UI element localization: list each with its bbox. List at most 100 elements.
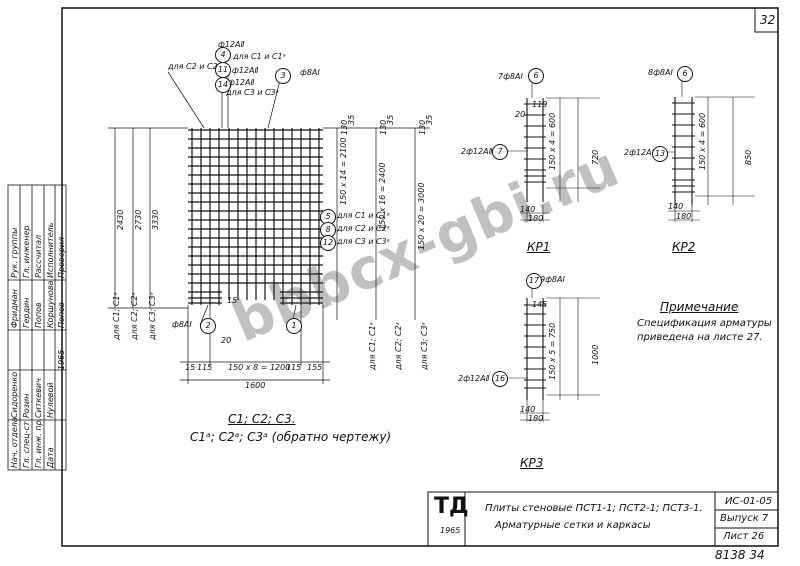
stamp-year: 1965 [440, 526, 461, 535]
bottom-bar-label: ф8АⅠ [172, 320, 192, 329]
mark-circle-4: 4 [215, 47, 231, 63]
frame-kr1 [524, 98, 546, 202]
main-caption-1: С1; С2; С3. [228, 412, 296, 426]
dim-right-c1: 150 x 14 = 2100 [339, 137, 348, 205]
kr2-top-bar: 8ф8АⅠ [648, 68, 673, 77]
kr1-top-bar: 7ф8АⅠ [498, 72, 523, 81]
side-row-4-name: Коршунова [46, 280, 55, 328]
kr2-side-bar: 2ф12АⅡ [624, 148, 656, 157]
mark-circle-14: 14 [215, 77, 231, 93]
side-row-3-name: Попов [34, 302, 43, 328]
kr2-label: КР2 [672, 240, 696, 254]
side-row-4-role: Исполнитель [46, 222, 55, 278]
dim-bottom-total: 1600 [245, 381, 266, 390]
callout-bar-14: ф12АⅡ [228, 78, 255, 87]
side-left-row-4-name: Нулевой [46, 382, 55, 418]
kr1-top-circle: 6 [528, 68, 544, 84]
side-row-2-role: Гл. инженер [22, 225, 31, 278]
kr3-dim-spacing: 150 x 5 = 750 [548, 322, 557, 380]
right-label-c1: для С1; С1ᵃ [368, 322, 377, 370]
side-row-5-name: Попов [57, 302, 66, 328]
callout-bar-11-for: для С2 и С2ᵃ [168, 62, 221, 71]
kr1-dim-140: 140 [520, 205, 536, 214]
side-left-row-3-name: Ситкевич [34, 378, 43, 418]
stamp-issue: Выпуск 7 [720, 513, 769, 524]
main-caption-2: С1ᵃ; С2ᵃ; С3ᵃ (обратно чертежу) [190, 430, 392, 444]
kr2-dim-140: 140 [668, 202, 684, 211]
side-left-row-4-role: Дата [46, 447, 55, 468]
dim-right-c2: 150 x 16 = 2400 [378, 162, 387, 230]
sheet-number: 32 [760, 13, 776, 27]
kr3-dim-1000: 1000 [591, 344, 600, 365]
side-left-row-1-name: Сидоренко [10, 371, 19, 418]
stamp-logo: ТД [434, 494, 469, 519]
title-block [427, 491, 779, 547]
side-row-1-role: Рук. группы [10, 227, 19, 278]
right-label-c3: для С3; С3ᵃ [420, 322, 429, 370]
mark-circle-12: 12 [320, 235, 336, 251]
callout-bar-4-for: для С1 и С1ᵃ [233, 52, 286, 61]
right-callout-c2: для С2 и С2ᵃ [337, 224, 390, 233]
side-year: 1965 [57, 349, 66, 370]
mark-circle-1: 1 [286, 318, 302, 334]
kr2-dim-850: 850 [744, 149, 753, 165]
note-heading: Примечание [660, 300, 739, 314]
side-table-lines [7, 184, 67, 471]
order-number: 8138 34 [715, 548, 765, 562]
note-line-1: Спецификация арматуры [637, 318, 772, 329]
dim-left-2430: 2430 [116, 209, 125, 230]
dim-right-top-35c: 35 [425, 114, 434, 125]
side-row-5-role: Проверил [57, 236, 66, 278]
kr1-side-bar: 2ф12АⅡ [461, 147, 493, 156]
kr3-side-bar: 2ф12АⅡ [458, 374, 490, 383]
left-label-c3: для С3; С3ᵃ [148, 292, 157, 340]
kr1-dim-20: 20 [515, 110, 526, 119]
note-line-2: приведена на листе 27. [637, 332, 763, 343]
kr1-dim-180: 180 [528, 214, 544, 223]
kr2-top-circle: 6 [677, 66, 693, 82]
left-label-c2: для С2; С2ᵃ [130, 292, 139, 340]
kr3-dim-140: 140 [520, 405, 536, 414]
side-row-3-role: Рассчитал [34, 234, 43, 278]
side-row-2-name: Гердин [22, 297, 31, 328]
right-callout-c3: для С3 и С3ᵃ [337, 237, 390, 246]
kr1-side-circle: 7 [492, 144, 508, 160]
stamp-sheet: Лист 26 [723, 531, 765, 542]
side-left-row-3-role: Гл. инж. пр. [34, 417, 43, 468]
stamp-title-line-1: Плиты стеновые ПСТ1-1; ПСТ2-1; ПСТ3-1. [485, 503, 703, 514]
mark-circle-11: 11 [215, 62, 231, 78]
dim-bottom-spacing: 150 x 8 = 1200 [228, 363, 291, 372]
left-label-c1: для С1; С1ᵃ [112, 292, 121, 340]
side-left-row-2-name: Розин [22, 393, 31, 418]
sheet-frame [61, 7, 779, 547]
kr1-dim-110: 110 [532, 100, 548, 109]
bottom-dim-20: 20 [221, 336, 232, 345]
kr1-dim-720: 720 [591, 149, 600, 165]
callout-bar-3: ф8АⅠ [300, 68, 320, 77]
frame-kr2 [672, 97, 695, 205]
dim-left-3330: 3330 [151, 209, 160, 230]
side-row-1-name: Фридман [10, 289, 19, 328]
kr3-side-circle: 16 [492, 371, 508, 387]
mark-circle-2: 2 [200, 318, 216, 334]
kr2-side-circle: 13 [652, 146, 668, 162]
mark-circle-3: 3 [275, 68, 291, 84]
kr3-dim-180: 180 [528, 414, 544, 423]
callout-bar-4: ф12АⅡ [218, 40, 245, 49]
dim-bottom-115b: 115 [286, 363, 302, 372]
callout-bar-14-for: для С3 и С3ᵃ [226, 88, 279, 97]
callout-bar-11: ф12АⅡ [232, 66, 259, 75]
dim-bottom-15: 15 [185, 363, 196, 372]
kr2-dim-spacing: 150 x 4 = 600 [698, 112, 707, 170]
stamp-title-line-2: Арматурные сетки и каркасы [495, 520, 651, 531]
kr3-top-circle: 17 [526, 273, 542, 289]
bottom-dim-15: 15 [227, 296, 238, 305]
side-left-row-2-role: Гл. спец-ст [22, 421, 31, 468]
kr3-label: КР3 [520, 456, 544, 470]
frame-kr3 [524, 298, 546, 400]
right-label-c2: для С2; С2ᵃ [394, 322, 403, 370]
dim-right-top-35a: 35 [347, 114, 356, 125]
kr2-dim-180: 180 [676, 212, 692, 221]
